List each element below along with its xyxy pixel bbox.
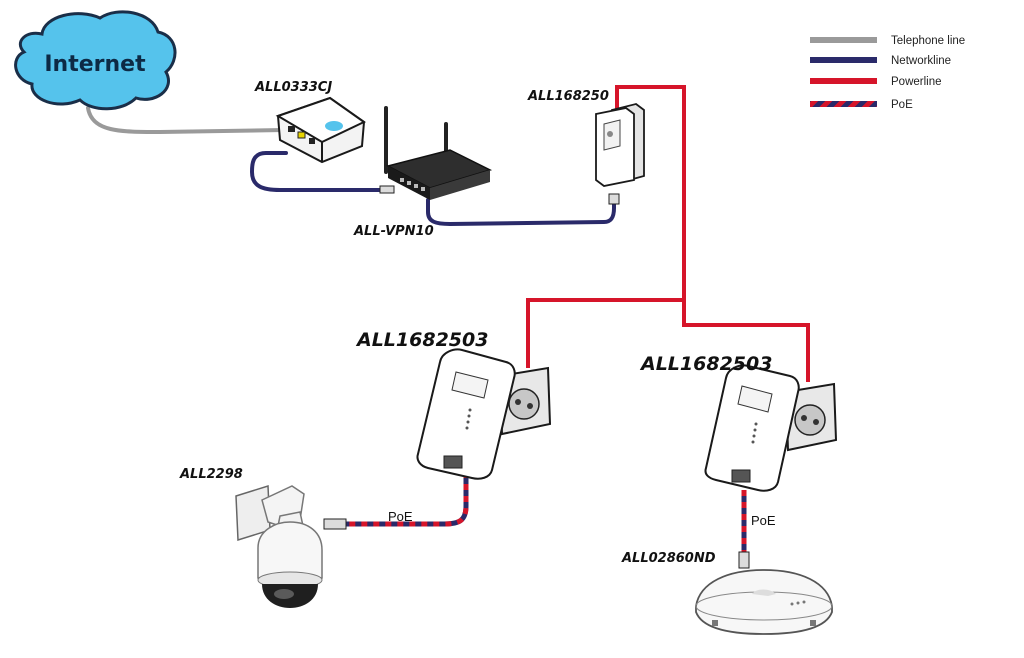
powerline-base-label: ALL168250 [527,89,609,104]
poe-ap-label: PoE [751,513,776,528]
internet-label: Internet [44,52,146,77]
powerline-right-socket [784,382,838,452]
legend: Telephone line Networkline Powerline PoE [810,35,965,111]
network-line-router-powerline [426,198,616,227]
powerline-base-adapter [595,103,645,187]
powerline-wiring [526,85,810,382]
legend-poe: PoE [810,99,913,111]
telephone-line [86,106,286,135]
legend-label: Networkline [891,55,951,67]
access-point [695,569,833,635]
internet-cloud: Internet [14,10,177,111]
network-line-modem-router [249,151,384,192]
poe-camera-label: PoE [388,509,413,524]
legend-networkline: Networkline [810,55,951,67]
ap-ethernet-plug [738,551,750,569]
camera-label: ALL2298 [179,467,243,482]
access-point-label: ALL02860ND [621,551,716,566]
powerline-base-plug [608,193,620,205]
router-label: ALL-VPN10 [353,224,434,239]
camera-ethernet-plug [323,518,347,530]
powerline-right-adapter [704,364,800,492]
modem-label: ALL0333CJ [254,80,332,95]
legend-label: Telephone line [891,35,965,47]
powerline-left-label: ALL1682503 [355,329,488,351]
router-ethernet-plug [379,185,395,194]
legend-label: Powerline [891,76,942,88]
legend-label: PoE [891,99,913,111]
powerline-right-label: ALL1682503 [639,353,772,375]
modem-device [275,96,366,164]
ptz-camera [235,484,323,608]
legend-powerline: Powerline [810,76,942,88]
powerline-left-adapter [416,348,516,480]
router-device [384,106,493,200]
legend-telephone-line: Telephone line [810,35,965,47]
poe-line-camera [346,472,469,527]
